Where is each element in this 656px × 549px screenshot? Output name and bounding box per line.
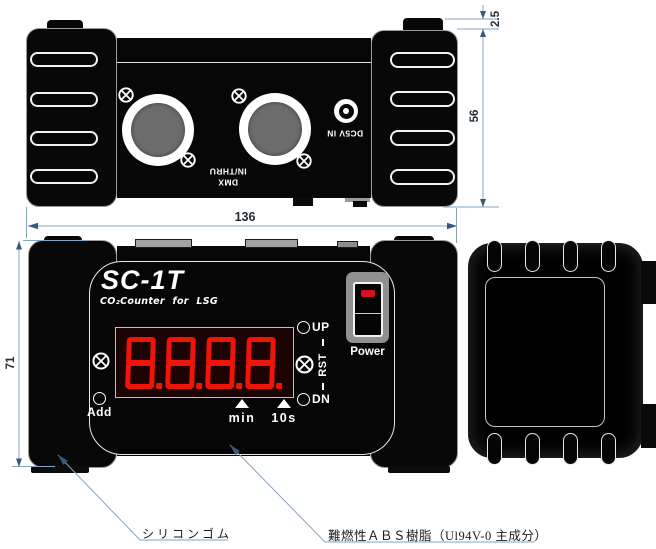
side-view-body [468, 243, 643, 458]
xlr-connector [239, 93, 311, 165]
front-tab [337, 241, 358, 248]
dn-button [297, 393, 310, 406]
model-name: SC-1T [101, 265, 185, 295]
annotation-silicone: シリコンゴム [142, 527, 233, 541]
dn-label: DN [312, 392, 331, 406]
min-marker [235, 399, 249, 408]
dmx-label-line2: IN/THRU [209, 166, 247, 177]
up-button [297, 321, 310, 334]
power-label: Power [350, 346, 385, 358]
dim-overall-width: 136 [234, 210, 256, 224]
top-view-tab [293, 198, 313, 206]
rst-tick [322, 383, 324, 390]
side-view-inner-outline [485, 277, 605, 427]
cap-slot [30, 92, 98, 107]
cap-slot [390, 130, 455, 146]
cap-slot [390, 52, 455, 68]
screw-icon [296, 153, 312, 169]
power-switch-divider [355, 313, 381, 314]
front-tab [245, 239, 298, 248]
cap-rib [563, 240, 578, 272]
dim-lip: 2.5 [490, 11, 502, 27]
cap-shadow [388, 466, 450, 473]
rst-tick [322, 339, 324, 346]
xlr-connector [122, 94, 194, 166]
dc5v-label: DC5V IN [326, 128, 364, 139]
cap-slot [390, 91, 455, 107]
dim-overall-depth: 56 [469, 109, 481, 123]
screw-icon [180, 152, 196, 168]
cap-slot [390, 169, 455, 185]
rst-screw-icon [295, 355, 314, 374]
top-view-tab [345, 198, 370, 202]
seven-segment-digit [125, 337, 167, 389]
dc-jack [334, 99, 358, 123]
front-tab [135, 239, 192, 248]
power-switch-bezel [346, 272, 389, 343]
power-switch [353, 282, 383, 337]
dmx-label: DMX IN/THRU [203, 166, 253, 188]
seven-segment-digit [165, 337, 207, 389]
top-view-tab [353, 201, 367, 207]
cap-slot [30, 52, 98, 67]
annotation-abs: 難燃性ＡＢＳ樹脂（Ul94V-0 主成分） [328, 529, 548, 543]
min-label: min [228, 411, 256, 425]
model-subtitle: CO₂Counter for LSG [100, 296, 218, 307]
rst-label: RST [317, 353, 329, 377]
dc-jack-pin [343, 108, 349, 114]
seven-segment-digit [245, 337, 287, 389]
up-label: UP [312, 320, 330, 334]
screw-icon [92, 352, 110, 370]
cap-slot [30, 169, 98, 184]
seven-segment-digits [125, 337, 287, 389]
led-display [115, 327, 294, 398]
top-view-seam-line [117, 62, 371, 63]
cap-rib [525, 240, 540, 272]
screw-icon [231, 88, 247, 104]
cap-rib [563, 433, 578, 465]
right-cap-bump [403, 18, 443, 32]
dmx-label-line1: DMX [217, 177, 239, 188]
faceplate: SC-1T CO₂Counter for LSG Add min 10s UP … [87, 261, 395, 455]
cap-rib [487, 433, 502, 465]
side-tab [641, 404, 656, 448]
xlr-socket [248, 102, 302, 156]
power-indicator [361, 290, 375, 297]
cap-rib [525, 433, 540, 465]
cap-slot [30, 131, 98, 146]
xlr-socket [131, 103, 185, 157]
dim-front-height: 71 [5, 356, 17, 370]
cap-shadow [31, 466, 89, 473]
cap-rib [601, 240, 616, 272]
cap-rib [487, 240, 502, 272]
add-label: Add [87, 405, 112, 419]
add-led [93, 392, 106, 405]
tens-label: 10s [271, 411, 297, 425]
cap-rib [601, 433, 616, 465]
tens-marker [277, 399, 291, 408]
screw-icon [118, 87, 134, 103]
side-tab [641, 261, 656, 304]
seven-segment-digit [205, 337, 247, 389]
